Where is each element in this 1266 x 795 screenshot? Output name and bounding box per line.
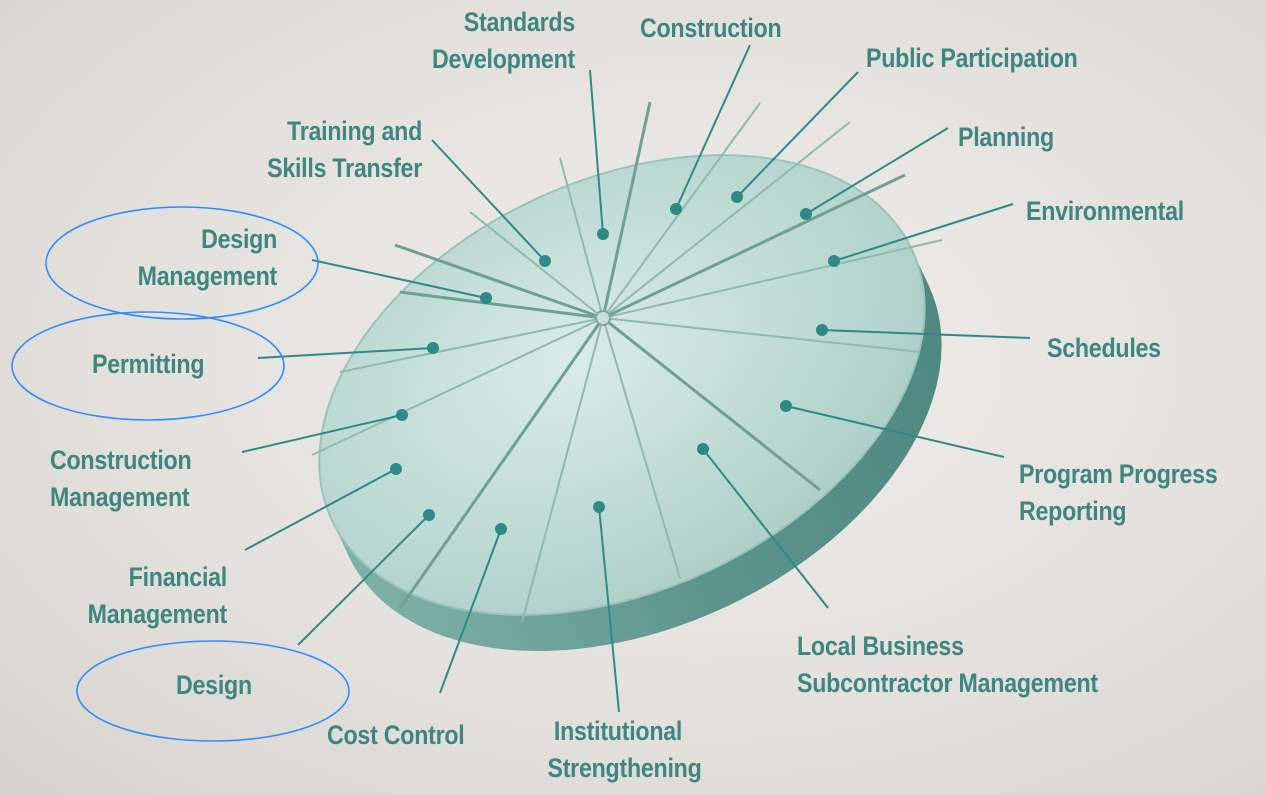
leader-dot-financial-management [390,463,402,475]
leader-dots [390,191,840,535]
leader-dot-planning [800,208,812,220]
slice-divider [602,239,943,319]
highlight-ellipses [11,206,350,742]
leader-dot-construction-management [396,409,408,421]
slice-divider [602,173,906,320]
leader-line-institutional-strengthening [598,506,620,713]
leader-line-local-business [702,448,829,609]
leader-line-design-management [311,259,487,299]
highlight-ellipse-design [76,640,350,742]
slice-divider [602,317,921,353]
slice-divider [602,316,821,492]
slice-divider [559,157,604,319]
leader-dot-design [423,509,435,521]
slice-divider [602,317,681,579]
slice-divider [339,317,604,373]
slice-divider [521,317,604,623]
slice-dividers [311,101,943,623]
label-permitting: Permitting [92,349,205,379]
label-cost-control: Cost Control [327,720,465,750]
label-planning: Planning [958,122,1054,152]
leader-dot-cost-control [495,523,507,535]
pie-hub [595,310,611,326]
leader-dot-schedules [816,324,828,336]
label-schedules: Schedules [1047,333,1161,363]
leader-line-planning [805,127,949,215]
slice-divider [399,290,604,320]
label-environmental: Environmental [1026,196,1184,226]
leader-line-environmental [833,203,1014,262]
leader-dot-institutional-strengthening [593,501,605,513]
leader-dot-construction [670,203,682,215]
leader-line-standards-development [589,69,604,235]
leader-line-cost-control [439,528,502,694]
leader-dot-local-business [697,443,709,455]
leader-lines [241,44,1031,713]
leader-dot-permitting [427,342,439,354]
slice-divider [601,101,652,319]
highlight-ellipse-permitting [11,311,285,421]
highlight-ellipse-design-management [45,206,319,320]
slice-divider [394,243,604,320]
leader-dot-environmental [828,255,840,267]
leader-line-permitting [257,347,434,359]
leader-dot-training-skills-transfer [539,255,551,267]
label-design: Design [176,670,252,700]
leader-line-design [297,514,430,646]
leader-line-financial-management [244,468,397,551]
leader-dot-standards-development [597,228,609,240]
label-public-participation: Public Participation [866,43,1078,73]
leader-dot-design-management [480,292,492,304]
label-construction: Construction [640,13,782,43]
slice-divider [311,317,604,456]
leader-line-public-participation [736,71,859,198]
slice-divider [469,211,604,319]
slice-divider [398,317,605,609]
leader-line-schedules [821,329,1031,339]
leader-line-construction-management [241,414,403,453]
leader-line-program-progress-reporting [785,405,1005,458]
leader-dot-program-progress-reporting [780,400,792,412]
leader-dot-public-participation [731,191,743,203]
leader-line-construction [675,44,751,210]
leader-line-training-skills-transfer [431,139,546,262]
slice-divider [602,121,851,319]
